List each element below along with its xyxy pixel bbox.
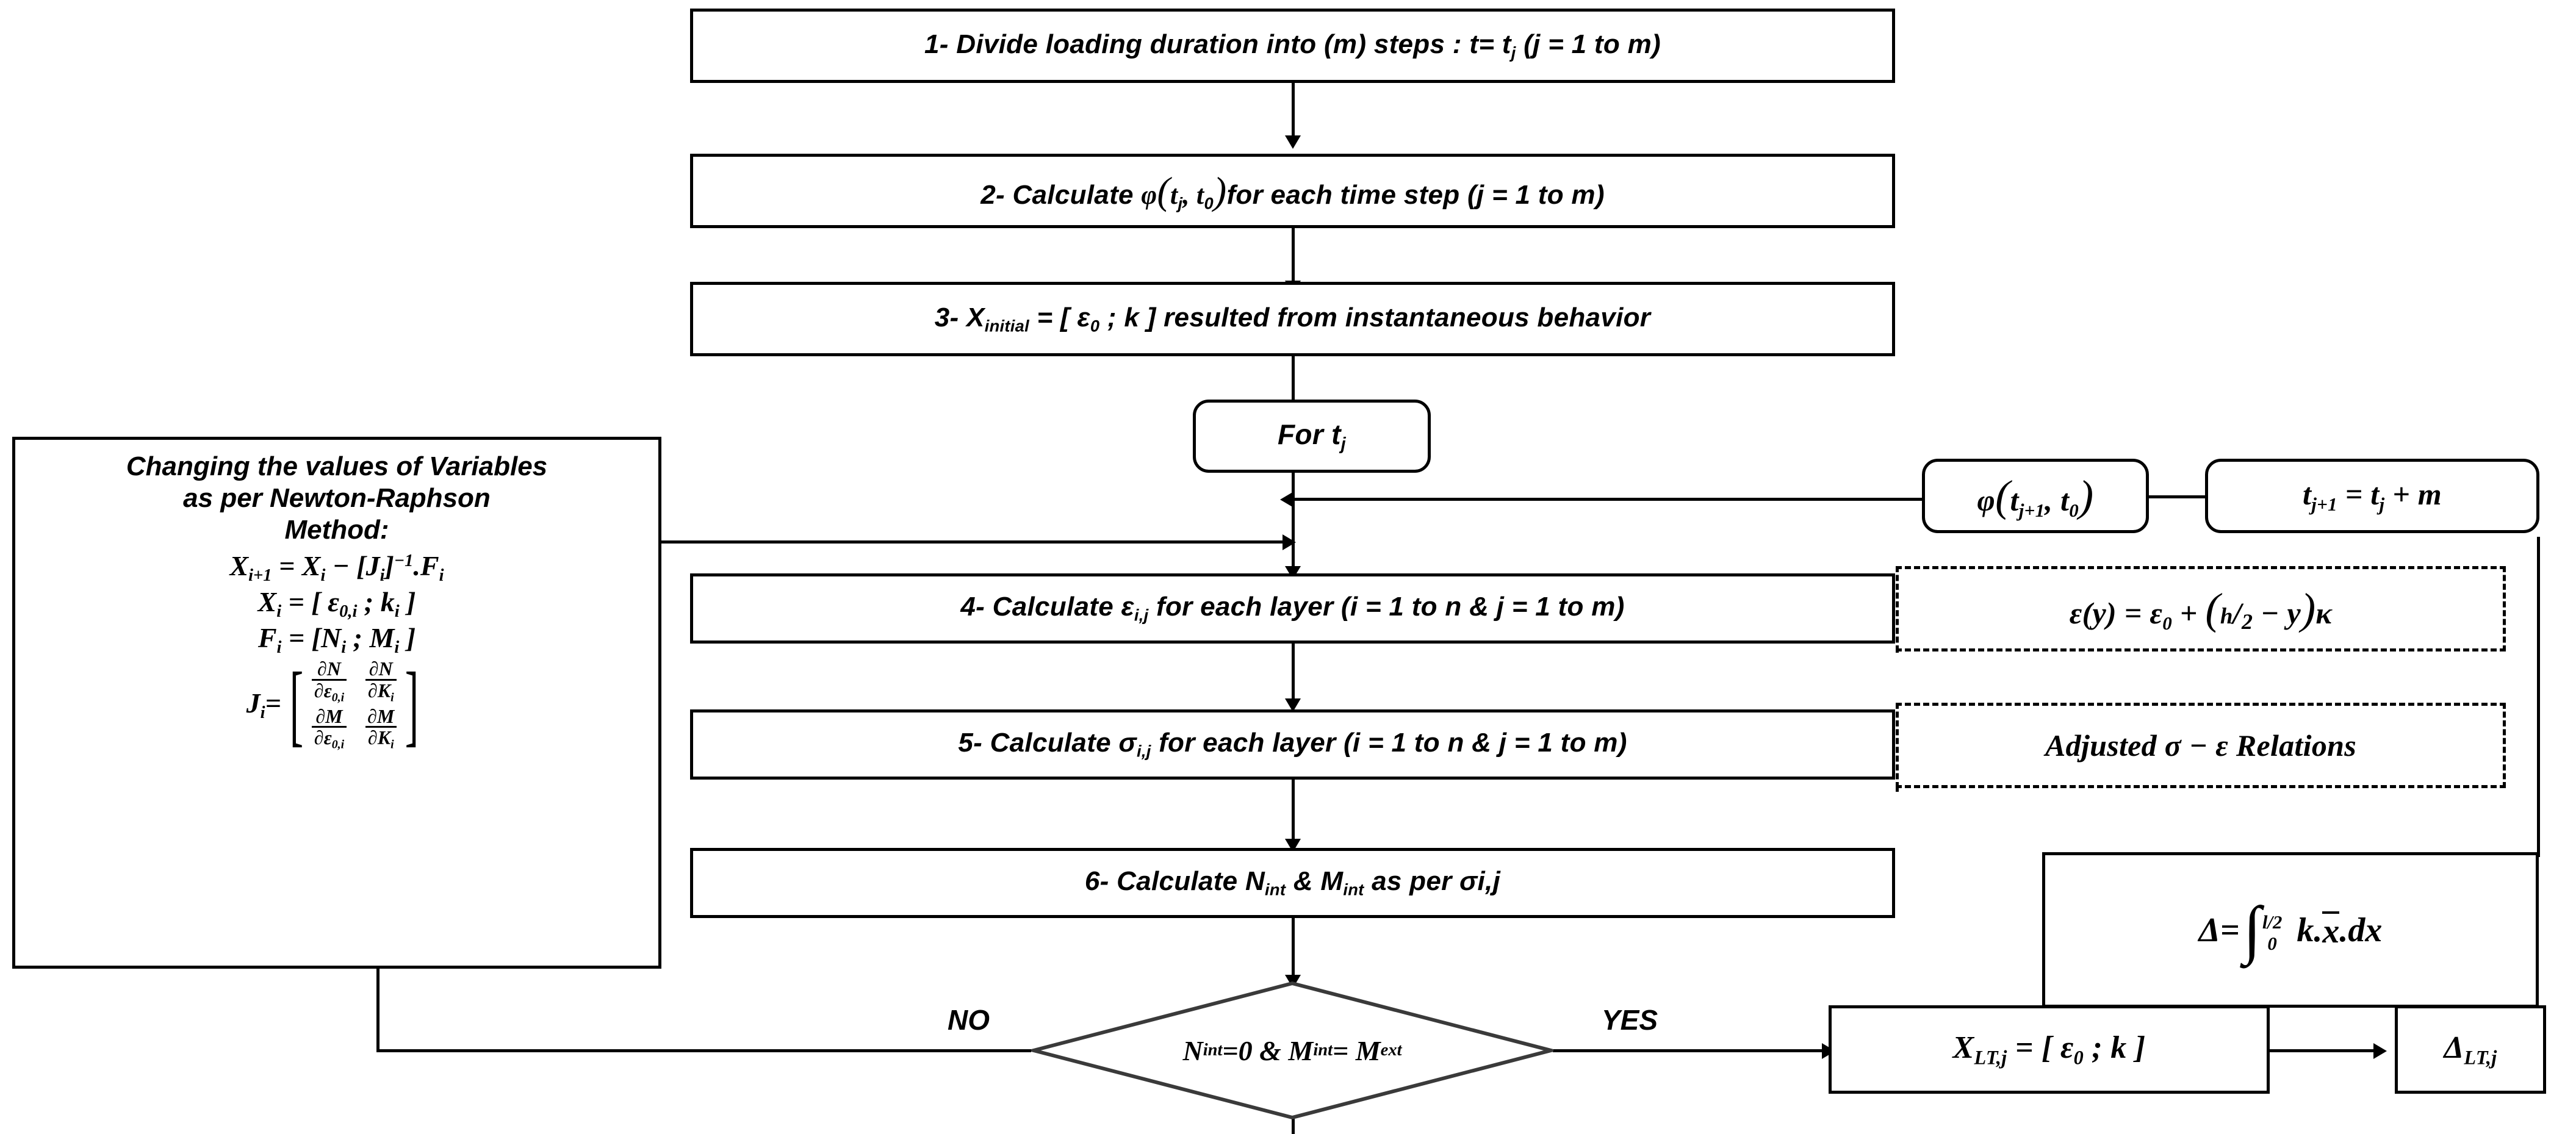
newton-raphson-panel[interactable]: Changing the values of Variables as per … — [12, 437, 661, 969]
edge-label-yes: YES — [1602, 1004, 1658, 1036]
deflection-formula: Δ= ∫ l/2 0 k.x.dx — [2198, 893, 2383, 966]
connector-feedback-into-loop — [1293, 498, 1995, 501]
jacobian-cell-dn-deps: ∂N ∂ε0,i — [311, 659, 347, 703]
process-step-2[interactable]: 2- Calculate φ(tj, t0)for each time step… — [690, 154, 1895, 228]
jacobian-cell-dm-deps: ∂M ∂ε0,i — [311, 706, 347, 751]
arrowhead-step2 — [1285, 135, 1301, 149]
connector-xlt-to-delta — [2268, 1049, 2380, 1052]
result-x-lt[interactable]: XLT,j = [ ε0 ; k ] — [1829, 1005, 2270, 1094]
process-step-4[interactable]: 4- Calculate εi,j for each layer (i = 1 … — [690, 573, 1895, 644]
connector-step5-step6 — [1292, 780, 1295, 844]
arrowhead-newton-to-step4 — [1283, 534, 1296, 550]
process-step-3[interactable]: 3- Xinitial = [ ε0 ; k ] resulted from i… — [690, 282, 1895, 356]
bracket-open-icon: [ — [289, 654, 304, 756]
newton-title: Changing the values of Variables as per … — [126, 451, 548, 545]
arrowhead-step5 — [1285, 698, 1301, 712]
connector-newton-down — [376, 969, 380, 1052]
x-lt-label: XLT,j = [ ε0 ; k ] — [1952, 1030, 2146, 1069]
connector-yes-path — [1553, 1049, 1827, 1052]
connector-tnext-down — [2537, 537, 2540, 856]
time-node-phi-next[interactable]: φ(tj+1, t0) — [1922, 459, 2149, 533]
arrowhead-delta — [2373, 1043, 2387, 1059]
arrowhead-feedback-loop — [1280, 492, 1293, 508]
loop-node-for-tj[interactable]: For tj — [1193, 400, 1431, 473]
connector-step2-step3 — [1292, 228, 1295, 285]
connector-newton-to-step4 — [661, 540, 1290, 544]
process-step-5[interactable]: 5- Calculate σi,j for each layer (i = 1 … — [690, 709, 1895, 780]
newton-equation-2: Xi = [ ε0,i ; ki ] — [257, 586, 416, 622]
newton-equation-1: Xi+1 = Xi − [Ji]−1.Fi — [229, 550, 444, 585]
jacobian-label: Ji= — [246, 687, 281, 723]
connector-phi-tnext — [2146, 495, 2207, 498]
connector-step1-step2 — [1292, 82, 1295, 140]
strain-relation-formula: ε(y) = ε0 + (h/2 − y)κ — [2069, 584, 2333, 634]
connector-loop-step4 — [1292, 472, 1295, 575]
connector-step3-loop — [1292, 356, 1295, 400]
note-adjusted-relations: Adjusted σ − ε Relations — [1896, 703, 2506, 788]
delta-lt-label: ΔLT,j — [2444, 1030, 2497, 1069]
bracket-close-icon: ] — [405, 654, 419, 756]
process-step-6[interactable]: 6- Calculate Nint & Mint as per σi,j — [690, 848, 1895, 918]
step-2-label: 2- Calculate φ(tj, t0)for each time step… — [980, 169, 1605, 213]
phi-next-label: φ(tj+1, t0) — [1977, 471, 2094, 521]
result-delta-lt[interactable]: ΔLT,j — [2395, 1005, 2546, 1094]
step-1-label: 1- Divide loading duration into (m) step… — [924, 29, 1661, 62]
step-5-label: 5- Calculate σi,j for each layer (i = 1 … — [958, 728, 1627, 761]
connector-no-path — [376, 1049, 1031, 1052]
jacobian-cell-dn-dk: ∂N ∂Κi — [365, 659, 397, 703]
step-3-label: 3- Xinitial = [ ε0 ; k ] resulted from i… — [934, 302, 1651, 336]
connector-decision-bottom — [1292, 1118, 1295, 1134]
jacobian-cell-dm-dk: ∂M ∂Κi — [365, 706, 397, 751]
note-strain-relation: ε(y) = ε0 + (h/2 − y)κ — [1896, 566, 2506, 651]
t-next-label: tj+1 = tj + m — [2303, 477, 2442, 515]
step-4-label: 4- Calculate εi,j for each layer (i = 1 … — [960, 592, 1625, 625]
adjusted-relations-label: Adjusted σ − ε Relations — [2045, 728, 2357, 763]
jacobian-grid: ∂N ∂ε0,i ∂N ∂Κi ∂M ∂ε0,i ∂M ∂Κi — [311, 659, 397, 751]
step-6-label: 6- Calculate Nint & Mint as per σi,j — [1084, 866, 1501, 899]
newton-jacobian: Ji= [ ∂N ∂ε0,i ∂N ∂Κi ∂M ∂ε0,i ∂M ∂Κi — [246, 654, 428, 756]
connector-step4-step5 — [1292, 642, 1295, 703]
edge-label-no: NO — [948, 1004, 990, 1036]
newton-equation-3: Fi = [Ni ; Mi ] — [257, 622, 416, 658]
process-step-1[interactable]: 1- Divide loading duration into (m) step… — [690, 9, 1895, 83]
connector-step6-decision — [1292, 917, 1295, 981]
deflection-integral-box[interactable]: Δ= ∫ l/2 0 k.x.dx — [2042, 852, 2539, 1008]
loop-node-label: For tj — [1278, 418, 1346, 454]
time-node-t-next[interactable]: tj+1 = tj + m — [2205, 459, 2539, 533]
